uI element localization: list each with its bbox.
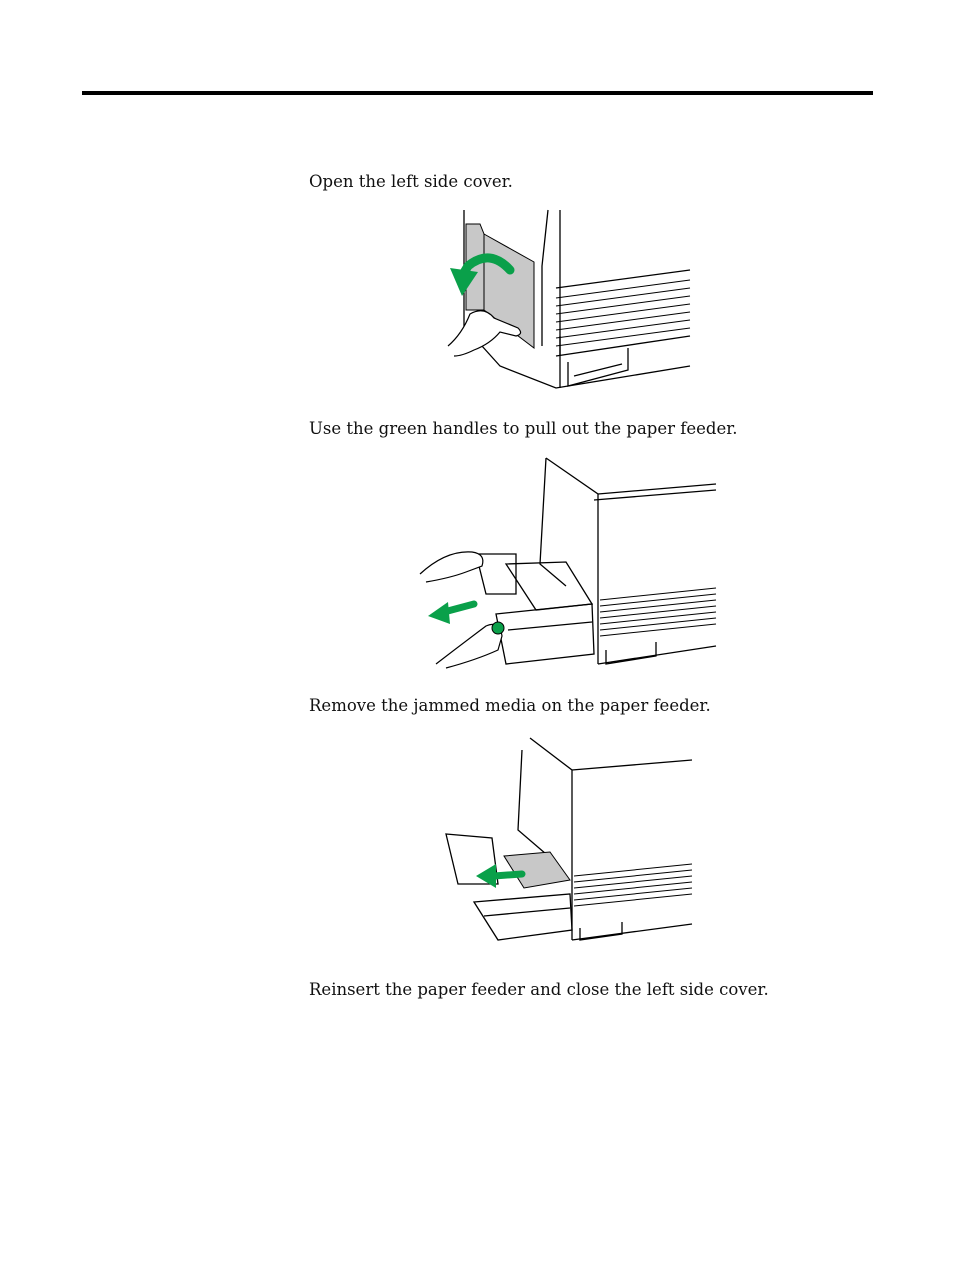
figure-remove-jammed-media: [438, 734, 696, 948]
figure-open-side-cover: [440, 206, 696, 396]
step-2-text: Use the green handles to pull out the pa…: [309, 419, 738, 439]
header-rule: [82, 91, 873, 95]
figure-pull-out-feeder: [416, 454, 720, 672]
step-4-text: Reinsert the paper feeder and close the …: [309, 980, 769, 1000]
step-1-text: Open the left side cover.: [309, 172, 513, 192]
open-side-cover-illustration: [440, 206, 696, 396]
remove-jammed-media-illustration: [438, 734, 696, 948]
pull-out-feeder-illustration: [416, 454, 720, 672]
step-3-text: Remove the jammed media on the paper fee…: [309, 696, 711, 716]
